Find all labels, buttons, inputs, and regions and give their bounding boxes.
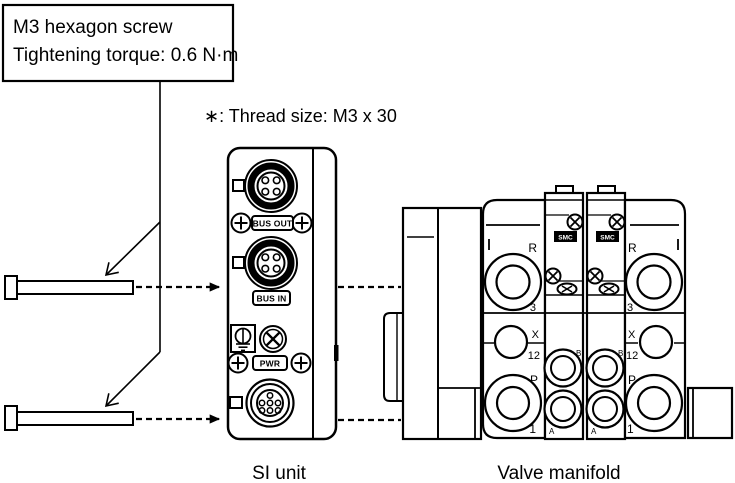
port-label-3: 3 bbox=[627, 302, 633, 314]
phillips-screw-row-2 bbox=[227, 352, 312, 374]
manual-override-top bbox=[566, 213, 584, 231]
port-label-b: B bbox=[618, 349, 623, 358]
port-label-a: A bbox=[591, 427, 597, 436]
screw-head bbox=[4, 405, 18, 431]
hex-screw-1 bbox=[4, 275, 134, 300]
bus-out-connector bbox=[232, 159, 298, 213]
left-end-plate: R 3 X 12 P 1 bbox=[481, 198, 547, 440]
screw-head bbox=[4, 275, 18, 300]
port-r-right bbox=[624, 252, 684, 312]
port-label-x: X bbox=[628, 329, 636, 341]
port-label-r: R bbox=[528, 241, 537, 255]
hex-screw-2 bbox=[4, 405, 134, 431]
manifold-connection-block bbox=[383, 206, 483, 441]
port-label-r: R bbox=[628, 241, 637, 255]
pwr-label: PWR bbox=[252, 355, 288, 371]
connection-plug bbox=[383, 312, 403, 402]
valve-manifold-caption: Valve manifold bbox=[497, 463, 620, 483]
screw-shaft bbox=[16, 280, 134, 295]
bus-in-connector bbox=[232, 236, 298, 290]
brand-plate: SMC bbox=[554, 231, 577, 242]
manual-override-bottom bbox=[586, 267, 620, 296]
port-label-1: 1 bbox=[627, 422, 634, 436]
note-line-2: Tightening torque: 0.6 N·m bbox=[13, 45, 238, 66]
port-r-left bbox=[483, 252, 543, 312]
si-unit-caption: SI unit bbox=[252, 463, 307, 483]
valve-station-1: SMC B A bbox=[543, 185, 585, 441]
port-b bbox=[543, 348, 583, 388]
svg-text:BUS OUT: BUS OUT bbox=[253, 219, 293, 229]
port-p-left bbox=[483, 373, 543, 433]
connector-tab bbox=[229, 396, 243, 409]
note-box: M3 hexagon screw Tightening torque: 0.6 … bbox=[1, 3, 238, 83]
ground-terminal-screw bbox=[259, 325, 287, 353]
port-label-p: P bbox=[628, 373, 636, 387]
svg-text:PWR: PWR bbox=[260, 359, 280, 369]
port-x-right bbox=[638, 324, 674, 360]
right-end-plate: R 3 X 12 P 1 bbox=[623, 198, 687, 440]
port-p-right bbox=[624, 373, 684, 433]
port-x-left bbox=[493, 324, 529, 360]
leader-lines bbox=[104, 81, 161, 408]
thread-size-note: ∗: Thread size: M3 x 30 bbox=[204, 106, 397, 126]
leader-arrow-screw-1 bbox=[104, 221, 161, 277]
port-a bbox=[543, 389, 583, 429]
pwr-connector bbox=[229, 378, 295, 428]
manual-override-bottom bbox=[544, 267, 578, 296]
connector-tab bbox=[232, 256, 245, 269]
phillips-screw-row-1 bbox=[230, 212, 313, 234]
connector-tab bbox=[232, 179, 245, 192]
port-b bbox=[585, 348, 625, 388]
screw-shaft bbox=[16, 411, 134, 426]
port-label-1: 1 bbox=[529, 422, 536, 436]
port-label-p: P bbox=[530, 373, 538, 387]
port-label-a: A bbox=[549, 427, 555, 436]
port-label-b: B bbox=[576, 349, 581, 358]
bus-out-label: BUS OUT bbox=[251, 215, 294, 231]
si-unit-latch bbox=[334, 345, 339, 361]
bus-in-label: BUS IN bbox=[252, 290, 291, 306]
note-line-1: M3 hexagon screw bbox=[13, 17, 173, 38]
port-label-12: 12 bbox=[528, 350, 540, 362]
note-box-frame bbox=[1, 3, 235, 83]
svg-text:BUS IN: BUS IN bbox=[256, 294, 286, 304]
port-label-x: X bbox=[532, 329, 540, 341]
port-label-12: 12 bbox=[626, 350, 638, 362]
si-unit: BUS OUT BUS IN bbox=[226, 146, 339, 441]
port-label-3: 3 bbox=[530, 302, 536, 314]
manual-override-top bbox=[608, 213, 626, 231]
brand-text: SMC bbox=[558, 235, 573, 242]
port-a bbox=[585, 389, 625, 429]
brand-plate: SMC bbox=[596, 231, 619, 242]
valve-manifold: R 3 X 12 P 1 bbox=[383, 185, 734, 441]
mounting-foot bbox=[686, 386, 734, 440]
ground-symbol bbox=[230, 324, 256, 353]
brand-text: SMC bbox=[600, 235, 615, 242]
assembly-axes bbox=[136, 282, 401, 424]
leader-arrow-screw-2 bbox=[104, 351, 161, 408]
